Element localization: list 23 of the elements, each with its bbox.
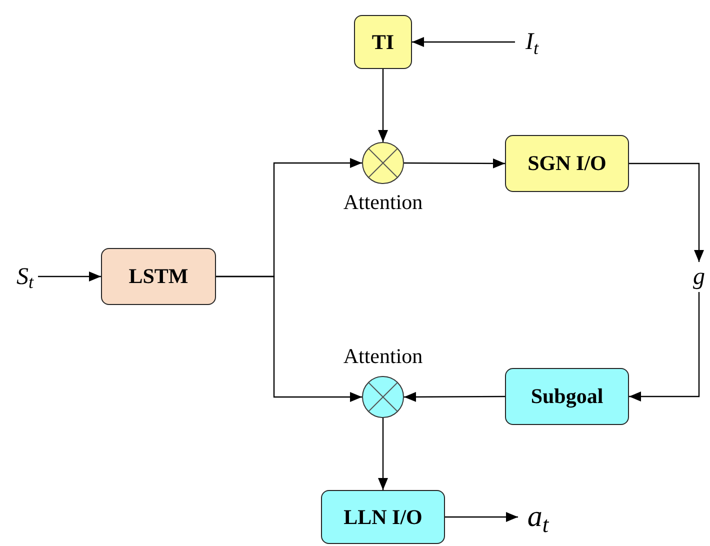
arrow xyxy=(445,512,518,522)
node-caption: Attention xyxy=(342,192,424,213)
variable-label: I$_{t}$ xyxy=(515,26,549,58)
process-box: TI xyxy=(354,15,412,69)
process-box: LLN I/O xyxy=(321,490,445,544)
arrow xyxy=(629,162,704,262)
variable-label: g xyxy=(690,262,708,292)
arrow xyxy=(378,418,388,490)
process-box: LSTM xyxy=(101,248,216,305)
arrow xyxy=(412,37,515,47)
multiply-junction xyxy=(362,376,404,418)
arrow xyxy=(38,272,101,282)
variable-label: a$_{t}$ xyxy=(518,499,558,535)
arrow xyxy=(404,158,505,168)
node-caption: Attention xyxy=(342,346,424,367)
variable-label: S$_{t}$ xyxy=(12,261,38,292)
arrow xyxy=(216,276,362,402)
arrow xyxy=(629,292,700,402)
arrow xyxy=(404,392,505,402)
process-box: SGN I/O xyxy=(505,135,629,192)
multiply-junction xyxy=(362,142,404,184)
arrow xyxy=(378,69,388,142)
process-box: Subgoal xyxy=(505,368,629,425)
